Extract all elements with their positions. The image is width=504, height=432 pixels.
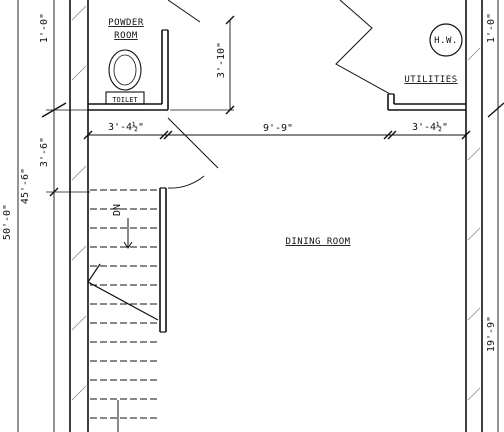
dimension-line-left-vertical <box>41 0 90 432</box>
exterior-wall-right <box>465 0 483 432</box>
dining-room-label: DINING ROOM <box>285 237 350 247</box>
stair-treads <box>90 189 158 419</box>
toilet-label: TOILET <box>112 96 138 104</box>
dining-door <box>167 117 219 189</box>
utilities-bifold-door <box>335 0 391 95</box>
exterior-wall-left <box>69 0 89 432</box>
dimension-line-top <box>83 130 471 140</box>
stair-dn-label: DN <box>112 204 123 216</box>
water-heater-label: H.W. <box>434 36 458 46</box>
water-heater-icon <box>429 23 463 57</box>
dim-utilities-width: 3'-4½" <box>412 121 448 133</box>
utilities-label: UTILITIES <box>404 75 457 85</box>
dim-stair-offset: 3'-6" <box>39 137 50 167</box>
stair-break-line <box>87 263 159 321</box>
dimension-line-powder-depth <box>170 15 235 115</box>
dim-overall-inner: 45'-6" <box>20 168 31 204</box>
stair-wall <box>159 187 167 333</box>
powder-room-label-line1: POWDER <box>108 18 144 28</box>
dim-overall-outer: 50'-0" <box>2 204 13 240</box>
dim-top-left: 1'-0" <box>39 13 50 43</box>
stair-direction-arrow <box>117 218 133 432</box>
dim-right-dining: 19'-9" <box>486 316 497 352</box>
toilet-icon <box>105 49 145 105</box>
dimension-line-right-vertical <box>487 0 504 432</box>
dim-top-right: 1'-0" <box>486 13 497 43</box>
powder-door <box>167 0 201 23</box>
dim-powder-depth: 3'-10" <box>216 42 227 78</box>
dim-powder-width: 3'-4½" <box>108 121 144 133</box>
dim-middle-width: 9'-9" <box>263 123 293 134</box>
utilities-walls <box>387 93 466 111</box>
powder-room-label-line2: ROOM <box>114 31 138 41</box>
